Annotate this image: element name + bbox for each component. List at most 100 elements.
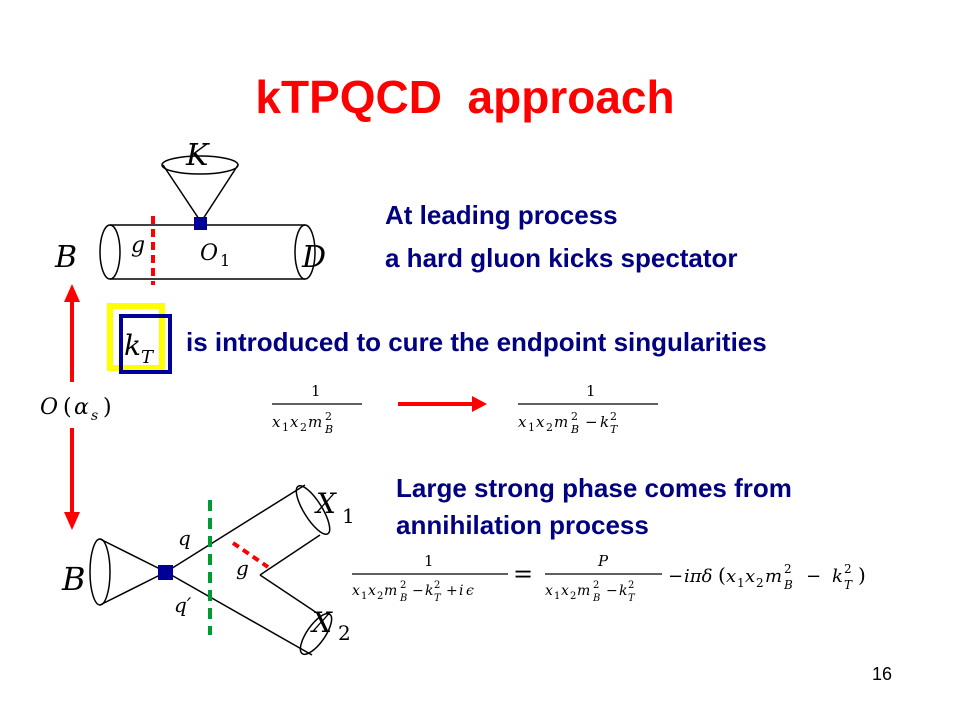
strong-phase-text: Large strong phase comes from — [396, 473, 792, 503]
svg-text:2: 2 — [844, 562, 852, 576]
kt-yellow-frame — [107, 303, 165, 371]
x1-label: X — [314, 487, 337, 520]
kaon-label: K — [185, 138, 210, 173]
svg-text:m: m — [384, 583, 397, 599]
formula-three-equals: = — [513, 560, 533, 588]
svg-text:k: k — [425, 583, 433, 599]
bottom-diagram: B q q′ g X 1 X 2 — [61, 484, 355, 656]
svg-text:−: − — [412, 583, 424, 599]
svg-text:2: 2 — [628, 580, 634, 591]
svg-text:1: 1 — [528, 421, 535, 434]
q-label: q — [178, 526, 191, 550]
svg-text:T: T — [434, 593, 442, 604]
svg-text:2: 2 — [570, 591, 576, 602]
x2-cap — [299, 612, 333, 656]
hard-gluon-text: a hard gluon kicks spectator — [385, 243, 738, 273]
svg-text:2: 2 — [400, 580, 406, 591]
svg-text:x: x — [352, 583, 360, 599]
kt-subscript: T — [141, 347, 155, 368]
kaon-cone-cap — [161, 155, 239, 175]
top-right-cap — [294, 224, 316, 280]
transition-arrow — [398, 396, 487, 412]
svg-text:2: 2 — [546, 421, 553, 434]
svg-text:x: x — [290, 413, 299, 431]
svg-text:x: x — [368, 583, 376, 599]
svg-text:x: x — [272, 413, 281, 431]
top-d-label: D — [301, 240, 326, 275]
qprime-line — [165, 571, 313, 656]
svg-text:(: ( — [718, 563, 726, 587]
weak-vertex — [194, 217, 207, 230]
formula-two-numerator: 1 — [586, 382, 596, 400]
svg-text:k: k — [832, 566, 843, 587]
svg-text:m: m — [765, 566, 782, 587]
svg-text:1: 1 — [361, 591, 367, 602]
svg-text:B: B — [592, 593, 600, 604]
x2-upper-line — [259, 574, 321, 616]
svg-text:1: 1 — [282, 421, 289, 434]
svg-text:x: x — [518, 413, 527, 431]
x2-label: X — [310, 606, 333, 639]
annihilation-vertex — [158, 565, 173, 580]
svg-text:2: 2 — [377, 591, 383, 602]
order-arrow-down-head — [64, 512, 80, 530]
svg-text:k: k — [619, 583, 627, 599]
top-left-cap — [99, 224, 121, 280]
order-arrow: O ( α s ) — [40, 284, 112, 530]
formula-one: 1 x 1 x 2 m 2 B — [272, 382, 362, 436]
svg-text:2: 2 — [300, 421, 307, 434]
top-b-label: B — [54, 240, 77, 275]
svg-text:m: m — [577, 583, 590, 599]
x1-subscript: 1 — [342, 504, 355, 528]
order-arrow-up-head — [64, 284, 80, 302]
x1-cap — [295, 485, 331, 535]
formula-three: 1 x 1 x 2 m 2 B − k 2 T + i ϵ = P x 1 x … — [352, 552, 866, 604]
kt-blue-frame — [119, 314, 172, 374]
svg-text:T: T — [844, 578, 853, 592]
svg-text:−: − — [806, 566, 821, 587]
svg-text:2: 2 — [610, 410, 617, 423]
formula-one-numerator: 1 — [311, 382, 321, 400]
svg-text:1: 1 — [737, 576, 745, 590]
kt-k-label: k — [124, 329, 141, 362]
order-open-paren: ( — [63, 395, 72, 420]
kt-box: k T — [107, 303, 172, 374]
svg-text:2: 2 — [784, 562, 792, 576]
svg-text:x: x — [561, 583, 569, 599]
bottom-b-label: B — [61, 560, 86, 598]
svg-text:B: B — [324, 423, 333, 436]
svg-text:x: x — [745, 566, 755, 587]
order-alpha-sub: s — [91, 408, 98, 424]
svg-text:): ) — [858, 563, 866, 587]
formula-three-principal: P — [597, 552, 609, 570]
top-diagram: B D K g O 1 — [54, 138, 326, 285]
operator-subscript: 1 — [220, 251, 230, 270]
svg-text:2: 2 — [325, 410, 332, 423]
svg-text:m: m — [308, 413, 322, 431]
leading-process-text: At leading process — [385, 200, 618, 230]
svg-text:2: 2 — [593, 580, 599, 591]
qprime-label: q′ — [174, 593, 192, 617]
order-o-label: O — [40, 395, 58, 420]
x2-subscript: 2 — [338, 621, 351, 645]
svg-text:+: + — [446, 583, 458, 599]
svg-text:2: 2 — [434, 580, 440, 591]
svg-text:ϵ: ϵ — [466, 583, 474, 599]
q-line — [165, 484, 306, 573]
svg-text:i: i — [459, 583, 463, 599]
svg-text:B: B — [399, 593, 407, 604]
svg-text:iπδ: iπδ — [684, 566, 712, 587]
svg-text:B: B — [570, 423, 579, 436]
operator-label: O — [200, 241, 218, 266]
order-alpha-label: α — [74, 395, 89, 420]
svg-text:k: k — [600, 413, 609, 431]
svg-text:x: x — [726, 566, 736, 587]
page-number: 16 — [872, 664, 893, 684]
order-close-paren: ) — [103, 395, 112, 420]
bottom-b-cap — [89, 538, 111, 606]
svg-text:T: T — [610, 423, 619, 436]
svg-text:T: T — [628, 593, 636, 604]
svg-text:x: x — [545, 583, 553, 599]
annihilation-text: annihilation process — [396, 510, 649, 540]
